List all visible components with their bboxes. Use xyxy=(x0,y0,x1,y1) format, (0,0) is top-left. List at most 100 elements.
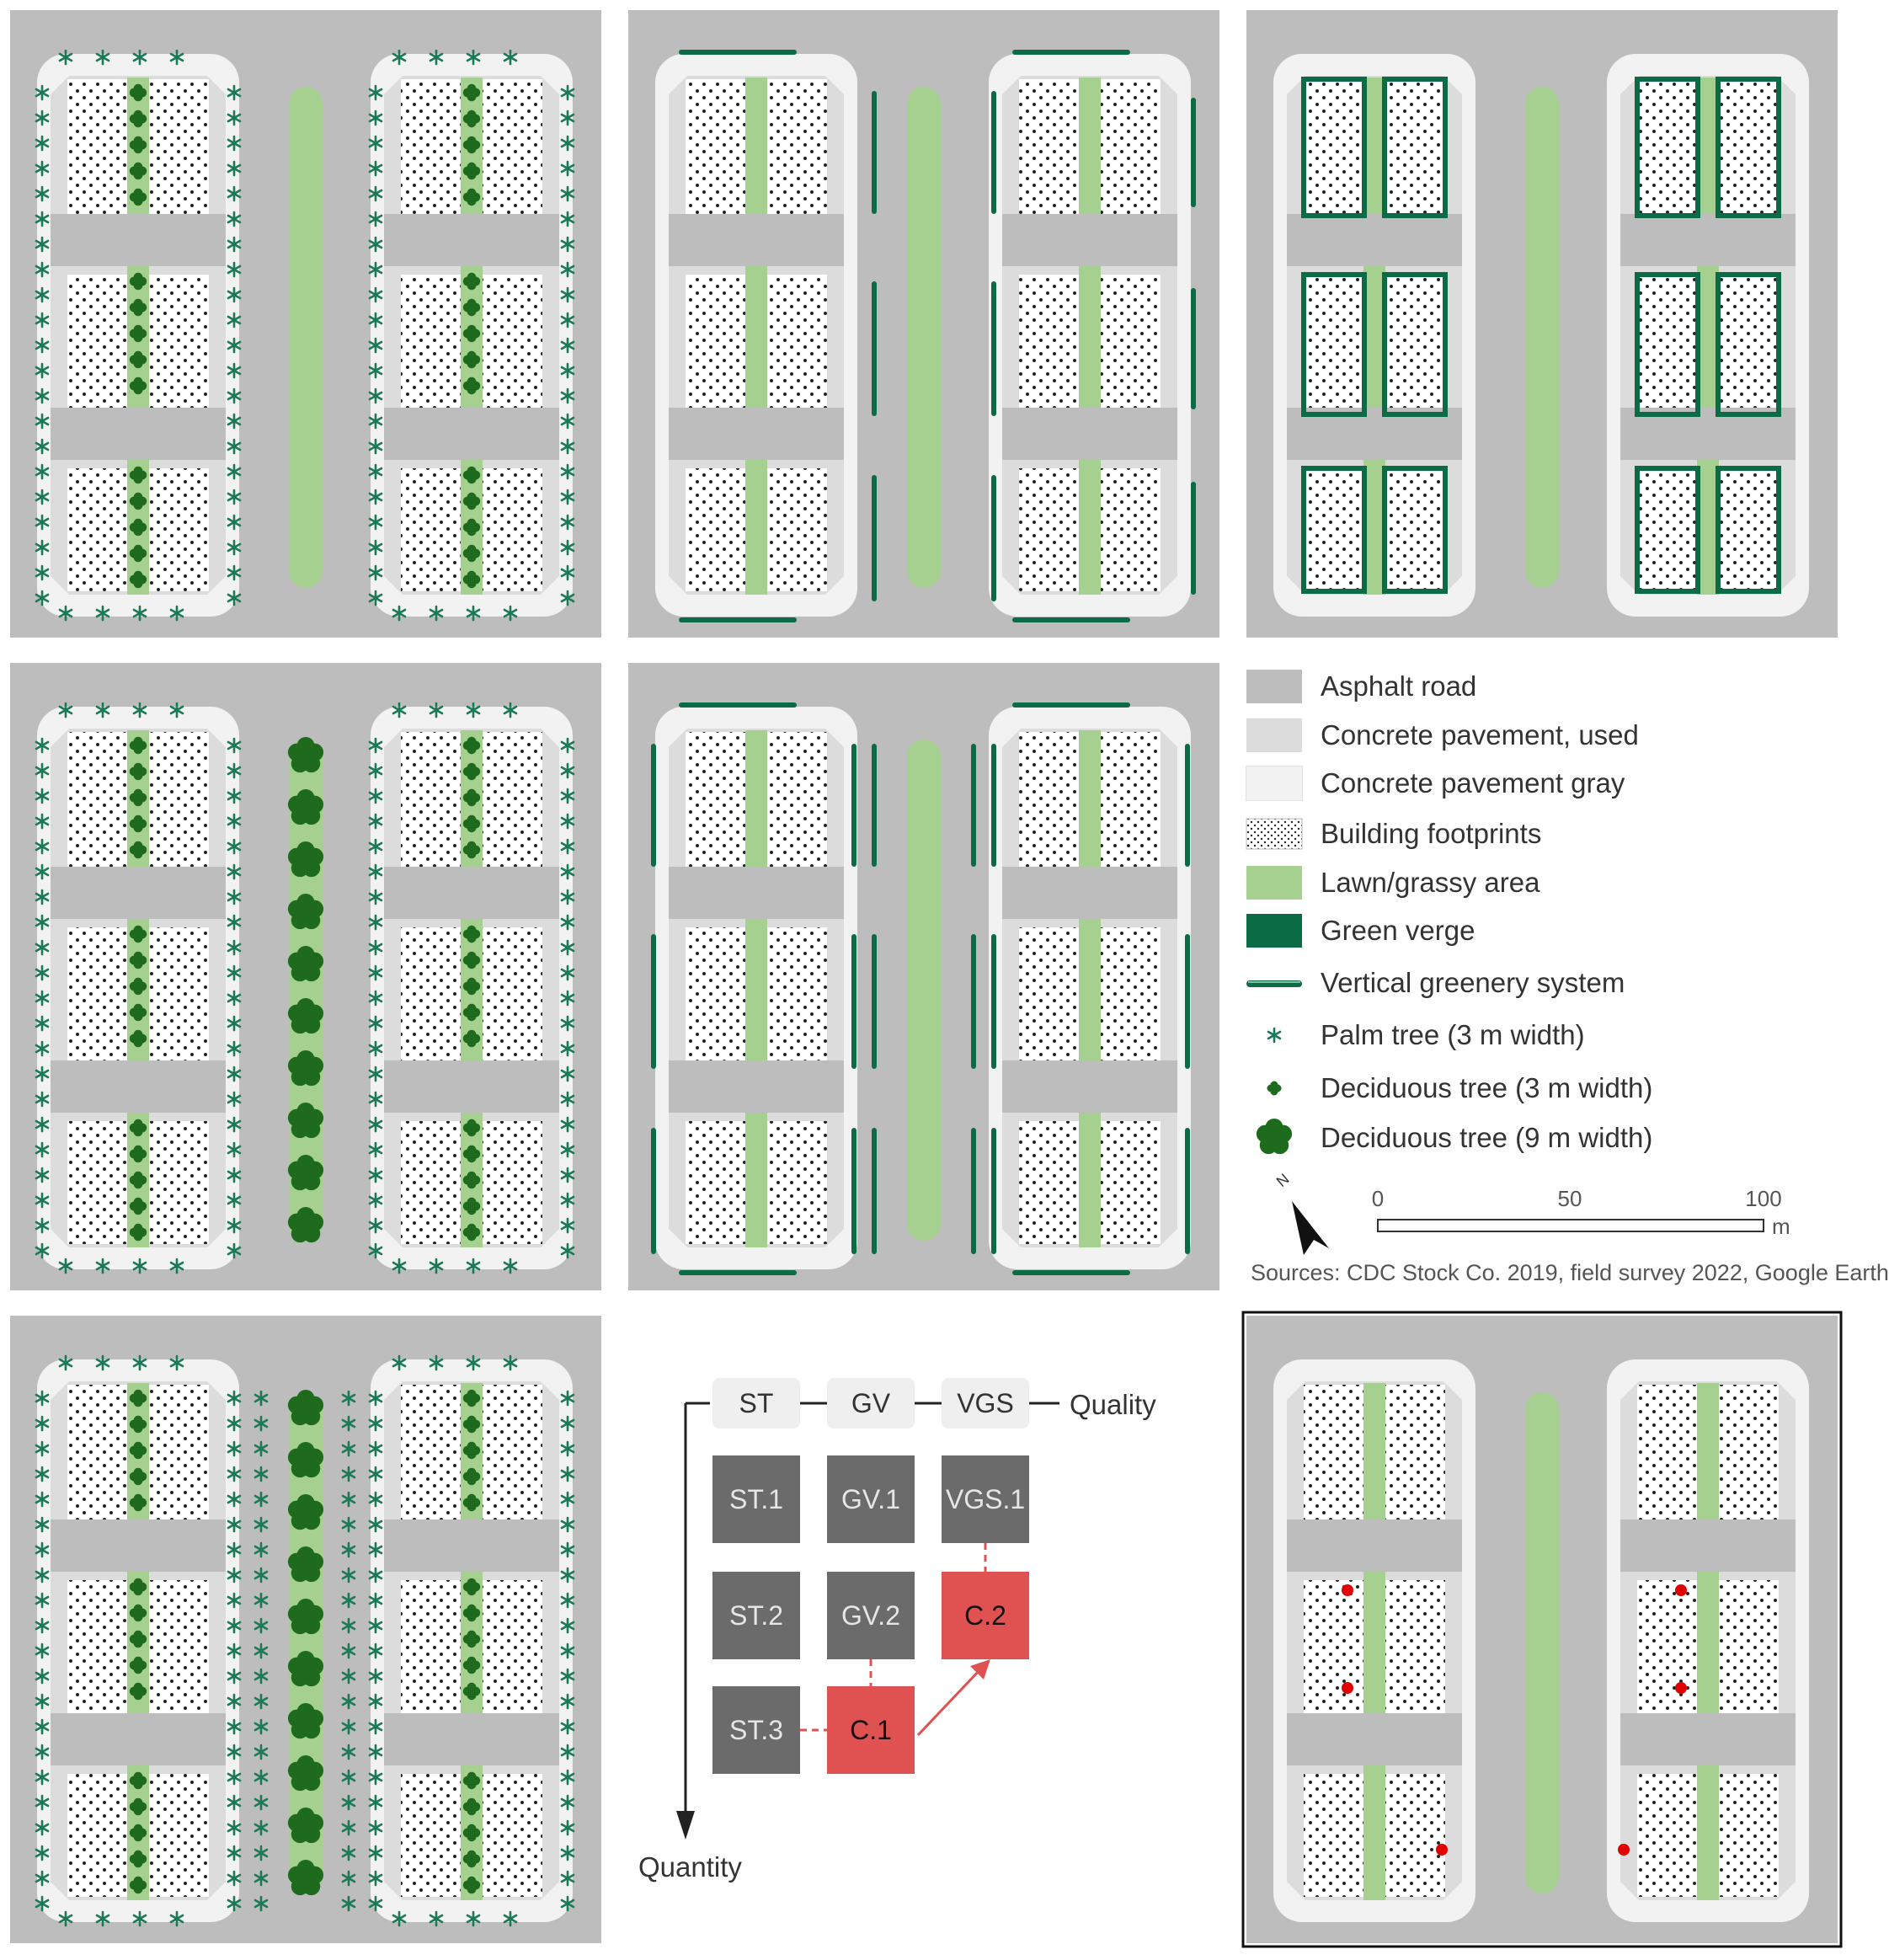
panel-vgs1 xyxy=(628,10,1219,638)
connector-arrow xyxy=(916,1668,982,1737)
scale-unit: m xyxy=(1772,1214,1790,1239)
legend-label-buildings: Building footprints xyxy=(1321,818,1542,849)
cross-street xyxy=(669,408,844,460)
vgs-wall xyxy=(1185,934,1190,1069)
cross-street xyxy=(51,214,226,266)
header-box-vgs xyxy=(942,1378,1029,1429)
header-box-st xyxy=(712,1378,800,1429)
legend-swatch-palm xyxy=(1246,1018,1302,1052)
legend-item-concrete_used: Concrete pavement, used xyxy=(1246,714,1639,756)
cross-street xyxy=(1620,1713,1796,1765)
green-verge xyxy=(1716,466,1781,594)
scenario-label-gv-1: GV.1 xyxy=(841,1484,900,1514)
deciduous-3m-icon xyxy=(1267,1081,1282,1096)
cross-street xyxy=(51,1060,226,1113)
legend-label-verge: Green verge xyxy=(1321,915,1475,946)
panel-frame xyxy=(1241,1311,1843,1948)
green-verge xyxy=(1301,77,1367,218)
north-label: N xyxy=(1273,1170,1293,1190)
lawn-strip xyxy=(1079,730,1101,867)
vgs-wall xyxy=(679,1270,797,1275)
cross-street xyxy=(51,408,226,460)
cross-street xyxy=(1287,1713,1462,1765)
scenario-box-st-1 xyxy=(712,1455,800,1543)
lawn-strip xyxy=(1697,1765,1719,1900)
median-lawn xyxy=(1525,87,1559,588)
vgs-wall xyxy=(1185,744,1190,867)
vgs-wall xyxy=(971,744,976,867)
scenario-box-vgs-1 xyxy=(942,1455,1029,1543)
connector-arrowhead xyxy=(970,1659,990,1680)
vgs-wall xyxy=(991,91,996,214)
legend-swatch-concrete_gray xyxy=(1246,766,1303,801)
vgs-wall xyxy=(872,744,877,867)
scenario-label-gv-2: GV.2 xyxy=(841,1600,900,1631)
legend-item-palm: Palm tree (3 m width) xyxy=(1246,1014,1585,1056)
scenario-label-c-2: C.2 xyxy=(964,1600,1006,1631)
green-verge xyxy=(1382,77,1448,218)
scenario-label-vgs-1: VGS.1 xyxy=(946,1484,1025,1514)
green-verge xyxy=(1301,272,1367,417)
cross-street xyxy=(1002,214,1177,266)
measurement-point xyxy=(1342,1682,1353,1694)
legend-swatch-decid3 xyxy=(1246,1071,1302,1105)
cross-street xyxy=(1287,214,1462,266)
vgs-wall xyxy=(872,475,877,601)
header-label-st: ST xyxy=(739,1388,774,1418)
legend-item-decid9: Deciduous tree (9 m width) xyxy=(1246,1117,1652,1159)
panel-gv1 xyxy=(1246,10,1838,638)
green-verge xyxy=(1716,77,1781,218)
legend-swatch-buildings xyxy=(1246,817,1303,851)
vgs-wall xyxy=(991,744,996,867)
lawn-strip xyxy=(1363,77,1385,214)
cross-street xyxy=(1002,1060,1177,1113)
vgs-wall xyxy=(971,934,976,1069)
vgs-wall xyxy=(971,1128,976,1254)
cross-street xyxy=(1002,867,1177,919)
scenario-label-c-1: C.1 xyxy=(850,1715,892,1745)
cross-street xyxy=(51,1713,226,1765)
legend-label-concrete_used: Concrete pavement, used xyxy=(1321,719,1639,750)
green-verge xyxy=(1635,77,1700,218)
scale-tick-label: 50 xyxy=(1558,1186,1582,1211)
cross-street xyxy=(1287,1519,1462,1572)
legend-item-concrete_gray: Concrete pavement gray xyxy=(1246,762,1625,804)
panel-st1 xyxy=(10,10,601,638)
cross-street xyxy=(384,1713,559,1765)
scale-bar xyxy=(1377,1219,1764,1232)
green-verge xyxy=(1635,466,1700,594)
vgs-wall xyxy=(1191,482,1196,595)
vgs-wall xyxy=(991,1128,996,1254)
green-verge xyxy=(1635,272,1700,417)
quantity-arrowhead xyxy=(676,1811,695,1840)
legend-item-decid3: Deciduous tree (3 m width) xyxy=(1246,1067,1652,1109)
legend-item-buildings: Building footprints xyxy=(1246,813,1541,855)
vgs-wall xyxy=(1012,702,1130,708)
vgs-wall xyxy=(872,1128,877,1254)
palm-icon xyxy=(1267,1027,1282,1044)
lawn-strip xyxy=(1363,460,1385,595)
vgs-wall xyxy=(991,475,996,601)
scale-tick-label: 100 xyxy=(1745,1186,1781,1211)
scenario-box-gv-1 xyxy=(827,1455,915,1543)
measurement-point xyxy=(1342,1584,1353,1596)
panel-base xyxy=(1241,1311,1843,1948)
vgs-wall xyxy=(1185,1128,1190,1254)
green-verge xyxy=(1301,466,1367,594)
legend-swatch-lawn xyxy=(1246,866,1302,900)
vgs-wall xyxy=(651,934,656,1069)
lawn-strip xyxy=(1079,1113,1101,1247)
green-verge xyxy=(1382,466,1448,594)
lawn-strip xyxy=(745,460,767,595)
cross-street xyxy=(1620,214,1796,266)
building-swatch xyxy=(1246,818,1303,850)
cross-street xyxy=(51,1519,226,1572)
legend-swatch-vgs xyxy=(1246,966,1302,1000)
cross-street xyxy=(384,408,559,460)
legend-item-verge: Green verge xyxy=(1246,910,1475,952)
quality-label: Quality xyxy=(1070,1389,1156,1420)
scenario-box-c-2 xyxy=(942,1572,1029,1659)
header-label-gv: GV xyxy=(851,1388,891,1418)
vgs-wall xyxy=(679,617,797,622)
